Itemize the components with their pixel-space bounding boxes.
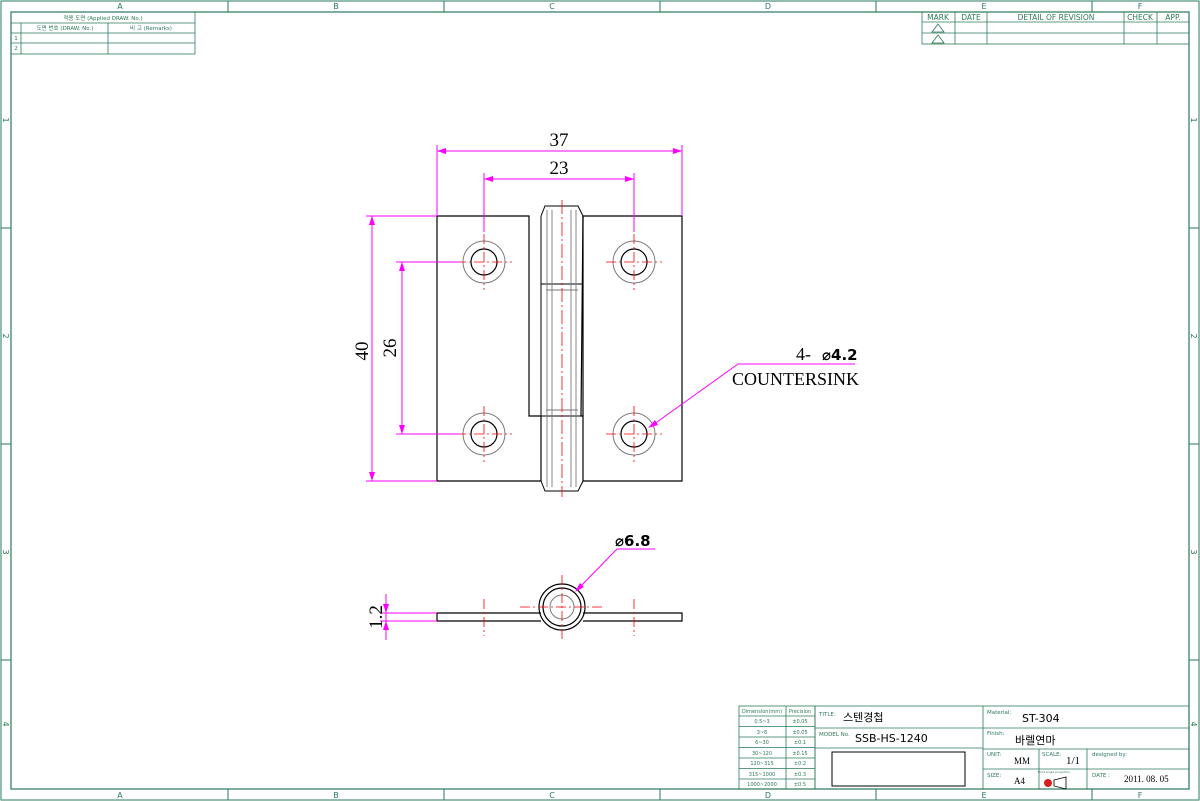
title-value: 스텐경첩: [843, 711, 883, 724]
model-label: MODEL No.: [819, 732, 850, 738]
dimension-height-inner-label: 26: [380, 339, 401, 358]
tolerance-value: ±0.05: [792, 719, 807, 725]
zone-label-top-f: F: [1138, 2, 1143, 11]
zone-label-right-1: 1: [1189, 117, 1198, 122]
knuckle-outline: [540, 205, 584, 492]
zone-label-left-4: 4: [1, 721, 10, 726]
tolerance-range: 30~120: [752, 751, 772, 757]
size-value: A4: [1014, 776, 1025, 786]
dimension-height-inner: [396, 261, 460, 435]
dimension-thickness: [380, 594, 437, 640]
zone-label-bottom-c: C: [549, 791, 555, 800]
zone-label-top-c: C: [549, 2, 555, 11]
revision-col-mark: MARK: [927, 13, 950, 22]
zone-label-left-3: 3: [1, 549, 10, 554]
dimension-thickness-label: 1.2: [366, 605, 387, 629]
scale-label: SCALE:: [1042, 752, 1062, 758]
zone-label-bottom-e: E: [981, 791, 986, 800]
countersink-hole: [606, 406, 662, 462]
signature-box: [831, 751, 966, 787]
revision-triangle-icon: [931, 23, 945, 44]
revision-table: MARK DATE DETAIL OF REVISION CHECK APP.: [921, 11, 1190, 45]
zone-label-right-2: 2: [1189, 333, 1198, 338]
tolerance-range: 315~1000: [749, 772, 775, 778]
applied-table-col-draw-no: 도면 번호 (DRAW. No.): [37, 24, 94, 32]
hinge-side-view: ⌀6.8 1.2: [366, 532, 683, 640]
hinge-front-view: 37 23 40 26 4- ⌀4.2 COUNTERSINK: [352, 130, 859, 497]
dimension-width-outer-label: 37: [550, 130, 569, 151]
revision-col-app: APP.: [1165, 13, 1180, 22]
dimension-height-outer-label: 40: [352, 342, 373, 361]
applied-table-header: 적용 도면 (Applied DRAW. No.): [63, 14, 142, 22]
left-leaf-outline: [436, 215, 542, 482]
zone-label-bottom-f: F: [1138, 791, 1143, 800]
tolerance-range: 0.5~3: [754, 719, 769, 725]
revision-col-check: CHECK: [1127, 13, 1154, 22]
tolerance-range: 6~30: [755, 740, 769, 746]
hole-callout-leader: [648, 363, 855, 428]
finish-label: Finish:: [987, 731, 1005, 737]
zone-label-right-4: 4: [1189, 721, 1198, 726]
material-label: Material:: [987, 710, 1011, 716]
zone-label-bottom-a: A: [117, 791, 123, 800]
title-block: TITLE: MODEL No. Material: Finish: UNIT:…: [814, 705, 1190, 790]
hidden-pin-lines: [546, 210, 578, 487]
third-angle-projection-icon: [1044, 776, 1067, 790]
unit-label: UNIT:: [987, 752, 1002, 758]
tolerance-value: ±0.5: [794, 782, 806, 788]
date-label: DATE :: [1092, 773, 1110, 779]
zone-label-top-b: B: [333, 2, 339, 11]
countersink-hole: [456, 406, 512, 462]
finish-value: 바렐연마: [1015, 734, 1055, 747]
knuckle-dia-leader: [575, 548, 655, 592]
tolerance-value: ±0.05: [792, 730, 807, 736]
hole-callout-diameter: ⌀4.2: [822, 346, 858, 364]
zone-label-bottom-d: D: [765, 791, 771, 800]
revision-col-date: DATE: [961, 13, 981, 22]
tolerance-col-precision: Precision: [789, 709, 811, 715]
zone-label-left-1: 1: [1, 117, 10, 122]
zone-label-top-e: E: [981, 2, 986, 11]
size-label: SIZE:: [987, 773, 1001, 779]
zone-label-bottom-b: B: [333, 791, 339, 800]
dimension-width-outer: [436, 145, 683, 216]
applied-drawing-table: 적용 도면 (Applied DRAW. No.) 도면 번호 (DRAW. N…: [10, 11, 196, 55]
hole-callout-note: COUNTERSINK: [732, 369, 859, 389]
tolerance-table: Dimension(mm) Precision 0.5~3 ±0.05 3~6 …: [738, 705, 816, 790]
tolerance-value: ±0.1: [794, 740, 806, 746]
unit-value: MM: [1014, 756, 1030, 766]
knuckle-dia-label: ⌀6.8: [615, 532, 651, 550]
projection-label: third angle projection: [1038, 770, 1070, 774]
dimension-width-inner-label: 23: [550, 158, 569, 179]
tolerance-value: ±0.3: [794, 772, 806, 778]
zone-label-left-2: 2: [1, 333, 10, 338]
tolerance-range: 3~6: [757, 730, 768, 736]
applied-table-row-1: 1: [14, 36, 18, 42]
zone-label-top-d: D: [765, 2, 771, 11]
tolerance-col-dimension: Dimension(mm): [742, 709, 782, 715]
dimension-width-inner: [483, 173, 635, 232]
applied-table-row-2: 2: [14, 46, 18, 52]
hole-callout-qty: 4-: [796, 344, 811, 364]
model-value: SSB-HS-1240: [855, 732, 928, 745]
right-leaf-outline: [580, 215, 683, 482]
revision-col-detail: DETAIL OF REVISION: [1018, 13, 1095, 22]
title-label: TITLE:: [818, 712, 836, 718]
applied-table-col-remarks: 비 고 (Remarks): [130, 24, 172, 32]
zone-label-right-3: 3: [1189, 549, 1198, 554]
dimension-height-outer: [366, 215, 437, 482]
material-value: ST-304: [1022, 712, 1060, 725]
tolerance-value: ±0.2: [794, 761, 806, 767]
scale-value: 1/1: [1066, 755, 1080, 767]
designed-by-label: designed by:: [1092, 752, 1127, 758]
date-value: 2011. 08. 05: [1124, 774, 1169, 784]
tolerance-range: 1000~2000: [747, 782, 777, 788]
countersink-hole: [606, 234, 662, 290]
zone-label-top-a: A: [117, 2, 123, 11]
tolerance-value: ±0.15: [792, 751, 807, 757]
tolerance-range: 120~315: [750, 761, 773, 767]
countersink-hole: [456, 234, 512, 290]
